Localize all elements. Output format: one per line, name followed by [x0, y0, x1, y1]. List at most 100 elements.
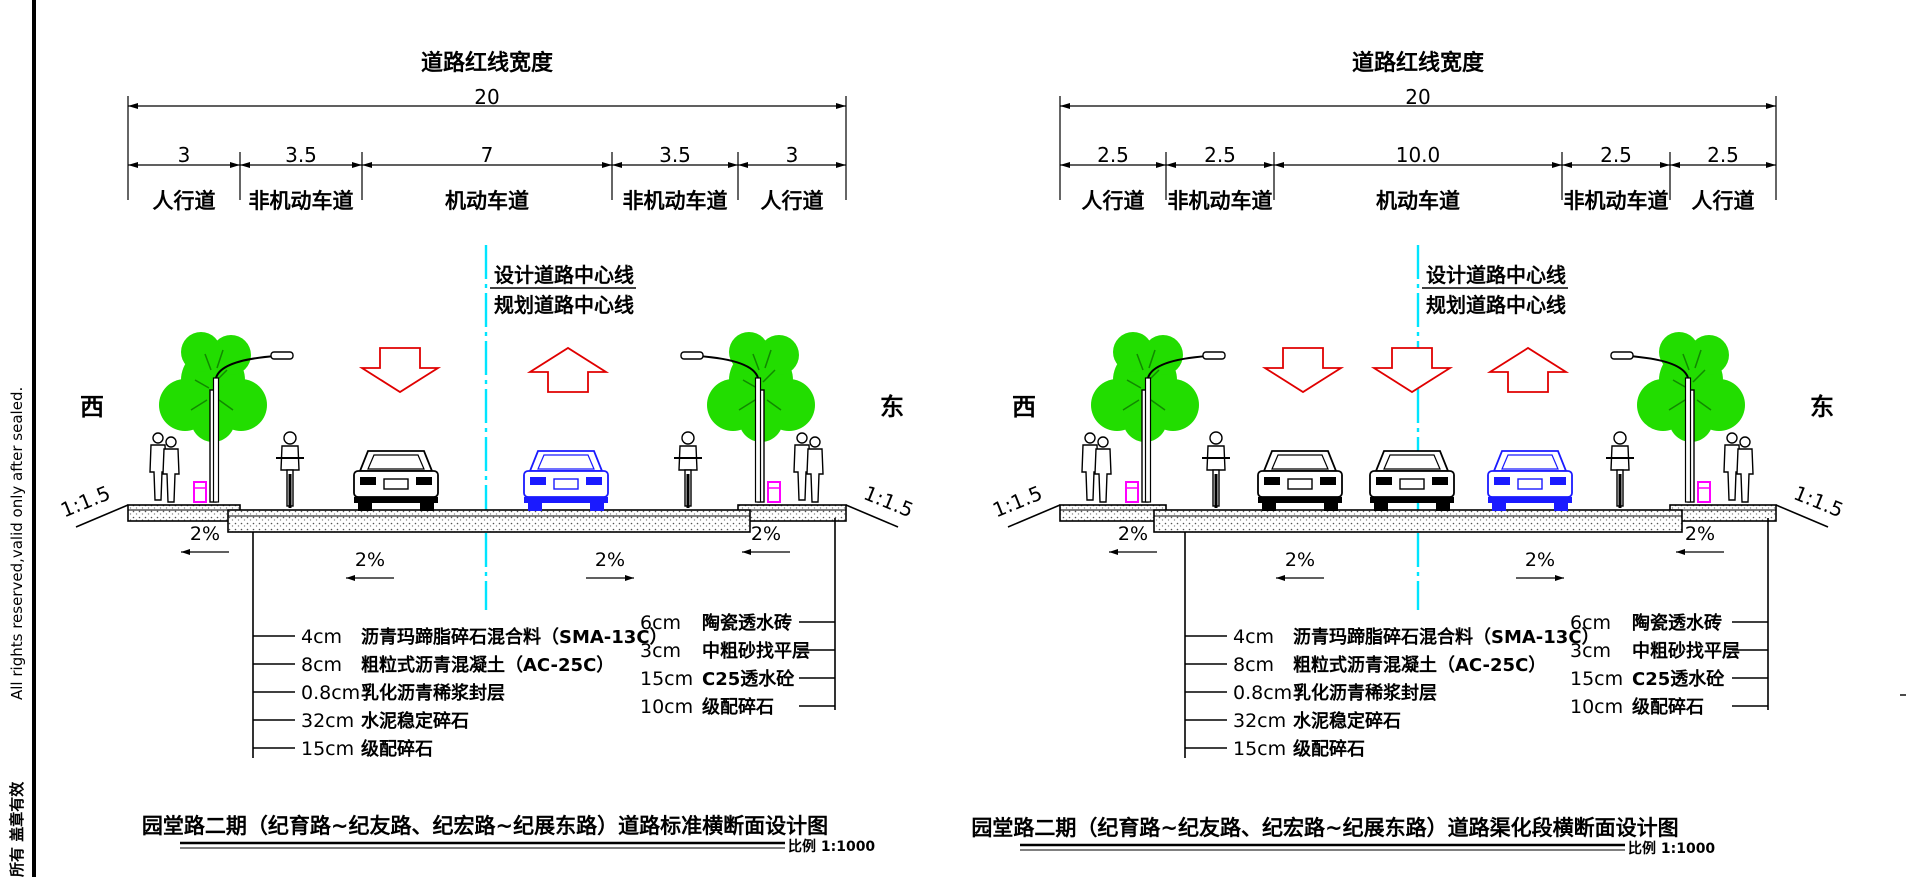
right-layer-thickness-2: 15cm	[1570, 668, 1623, 690]
total-width-value: 20	[1405, 85, 1430, 109]
segment-label-3: 非机动车道	[623, 189, 728, 213]
right-layer-material-2: C25透水砼	[702, 668, 795, 690]
red-line-width-title: 道路红线宽度	[421, 50, 554, 76]
right-layer-material-3: 级配碎石	[702, 696, 774, 718]
right-layer-material-0: 陶瓷透水砖	[702, 612, 792, 634]
planned-centerline-label: 规划道路中心线	[1426, 293, 1566, 317]
red-line-width-title: 道路红线宽度	[1352, 50, 1485, 76]
vehicle-0	[353, 450, 439, 512]
waste-bin-right	[767, 481, 781, 503]
segment-width-3: 2.5	[1600, 143, 1632, 167]
vehicle-2	[1487, 450, 1573, 512]
segment-label-1: 非机动车道	[1168, 189, 1273, 213]
cross-slope-0: 2%	[1118, 523, 1148, 545]
sidewalk-left	[1059, 504, 1167, 522]
roadway-pavement	[227, 509, 751, 533]
vehicle-1	[1369, 450, 1455, 512]
design-centerline-label: 设计道路中心线	[1426, 263, 1566, 287]
cyclist-right	[1604, 430, 1636, 510]
cross-slope-1: 2%	[1285, 549, 1315, 571]
direction-west: 西	[80, 393, 104, 421]
segment-width-4: 3	[786, 143, 799, 167]
segment-width-1: 2.5	[1204, 143, 1236, 167]
planned-centerline-label: 规划道路中心线	[494, 293, 634, 317]
cross-slope-3: 2%	[1685, 523, 1715, 545]
segment-label-0: 人行道	[153, 189, 216, 213]
right-layer-thickness-0: 6cm	[1570, 612, 1611, 634]
traffic-arrow-up-2	[1486, 346, 1570, 393]
cyclist-left	[274, 430, 306, 510]
traffic-arrow-down-0	[1261, 347, 1345, 394]
traffic-arrow-down-0	[358, 347, 442, 394]
left-layer-thickness-1: 8cm	[301, 654, 342, 676]
left-layer-thickness-0: 4cm	[301, 626, 342, 648]
segment-width-1: 3.5	[285, 143, 317, 167]
right-layer-thickness-0: 6cm	[640, 612, 681, 634]
traffic-arrow-up-1	[526, 346, 610, 393]
segment-label-2: 机动车道	[1376, 189, 1460, 213]
segment-width-4: 2.5	[1707, 143, 1739, 167]
right-layer-material-0: 陶瓷透水砖	[1632, 612, 1722, 634]
drawing-title: 园堂路二期（纪育路~纪友路、纪宏路~纪展东路）道路标准横断面设计图	[142, 814, 828, 838]
pedestrians-left	[1081, 432, 1112, 503]
pedestrians-right	[1723, 432, 1754, 503]
segment-label-0: 人行道	[1082, 189, 1145, 213]
segment-width-3: 3.5	[659, 143, 691, 167]
right-layer-material-3: 级配碎石	[1632, 696, 1704, 718]
slope-ratio-right: 1:1.5	[1790, 481, 1847, 522]
left-layer-material-1: 粗粒式沥青混凝土（AC-25C）	[361, 654, 614, 676]
slope-ratio-right: 1:1.5	[860, 481, 917, 522]
cross-slope-0: 2%	[190, 523, 220, 545]
drawing-scale: 比例 1:1000	[788, 838, 875, 855]
direction-east: 东	[1810, 393, 1834, 421]
sidewalk-right	[737, 504, 847, 522]
drawing-scale: 比例 1:1000	[1628, 840, 1715, 857]
cross-sections: 道路红线宽度 20 3 人行道 3.5 非机动车道 7 机动车道 3.5 非机动车道 3 人行道设计道…	[57, 50, 1847, 857]
cross-slope-3: 2%	[751, 523, 781, 545]
left-layer-material-1: 粗粒式沥青混凝土（AC-25C）	[1293, 654, 1546, 676]
segment-label-4: 人行道	[761, 189, 824, 213]
cross-slope-2: 2%	[595, 549, 625, 571]
slope-ratio-left: 1:1.5	[57, 481, 114, 522]
right-layer-thickness-1: 3cm	[1570, 640, 1611, 662]
pedestrians-right	[793, 432, 824, 503]
segment-label-1: 非机动车道	[249, 189, 354, 213]
slope-ratio-left: 1:1.5	[989, 481, 1046, 522]
right-layer-thickness-1: 3cm	[640, 640, 681, 662]
cross-section-standard: 道路红线宽度203人行道3.5非机动车道7机动车道3.5非机动车道3人行道设计道…	[57, 50, 917, 855]
segment-width-2: 7	[481, 143, 494, 167]
cross-section-channelized: 道路红线宽度202.5人行道2.5非机动车道10.0机动车道2.5非机动车道2.…	[971, 50, 1846, 857]
segment-width-2: 10.0	[1396, 143, 1441, 167]
sidebar-rights-text: All rights reserved,valid only after sea…	[8, 387, 26, 700]
vehicle-0	[1257, 450, 1343, 512]
segment-label-4: 人行道	[1692, 189, 1755, 213]
vehicle-1	[523, 450, 609, 512]
right-layer-material-1: 中粗砂找平层	[1632, 640, 1740, 662]
left-layer-thickness-4: 15cm	[301, 738, 354, 760]
design-centerline-label: 设计道路中心线	[494, 263, 634, 287]
sidewalk-left	[127, 504, 241, 522]
left-layer-material-0: 沥青玛蹄脂碎石混合料（SMA-13C）	[361, 626, 668, 648]
segment-width-0: 3	[178, 143, 191, 167]
left-layer-material-3: 水泥稳定碎石	[1293, 710, 1401, 732]
drawing-title: 园堂路二期（纪育路~纪友路、纪宏路~纪展东路）道路渠化段横断面设计图	[971, 816, 1678, 840]
left-layer-material-4: 级配碎石	[1293, 738, 1365, 760]
waste-bin-left	[1125, 481, 1139, 503]
sheet-border	[32, 0, 1906, 877]
waste-bin-left	[193, 481, 207, 503]
right-layer-material-2: C25透水砼	[1632, 668, 1725, 690]
left-layer-material-2: 乳化沥青稀浆封层	[1293, 682, 1437, 704]
sidebar-cn-text: 所有 盖章有效	[8, 781, 26, 877]
waste-bin-right	[1697, 481, 1711, 503]
left-layer-thickness-2: 0.8cm	[1233, 682, 1292, 704]
cross-slope-2: 2%	[1525, 549, 1555, 571]
direction-east: 东	[880, 393, 904, 421]
right-layer-thickness-3: 10cm	[640, 696, 693, 718]
segment-label-2: 机动车道	[445, 189, 529, 213]
left-layer-thickness-3: 32cm	[301, 710, 354, 732]
cyclist-left	[1200, 430, 1232, 510]
left-layer-thickness-0: 4cm	[1233, 626, 1274, 648]
cyclist-right	[672, 430, 704, 510]
